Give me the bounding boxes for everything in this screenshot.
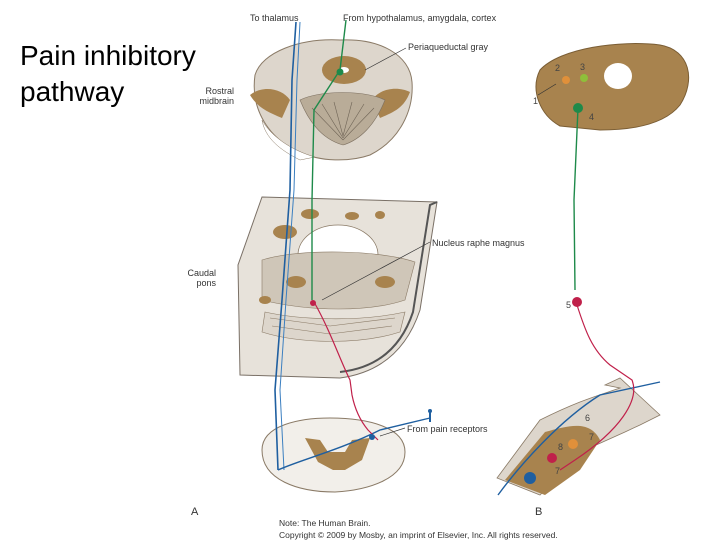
label-from-pain-receptors: From pain receptors <box>407 424 488 434</box>
label-from-hypothalamus: From hypothalamus, amygdala, cortex <box>343 13 497 23</box>
neuron-2 <box>562 76 570 84</box>
blue-ascending-pathway <box>274 21 661 496</box>
caudal-pons-section <box>237 196 438 379</box>
rostral-midbrain-section <box>250 39 413 161</box>
spinal-neuron-a <box>369 434 375 440</box>
credit-copyright: Copyright © 2009 by Mosby, an imprint of… <box>279 530 558 540</box>
number-1: 1 <box>533 96 539 106</box>
number-8: 8 <box>558 442 564 452</box>
green-descending-pathway <box>311 19 579 300</box>
neuron-4 <box>573 103 583 113</box>
label-periaqueductal-gray: Periaqueductal gray <box>408 42 489 52</box>
leader-lines <box>321 47 557 437</box>
credit-note: Note: The Human Brain. Copyright © 2009 … <box>279 517 558 541</box>
label-caudal-pons: Caudal pons <box>187 268 216 288</box>
red-pathway <box>313 301 635 471</box>
raphe-neuron <box>310 300 316 306</box>
label-panel-b: B <box>535 506 543 518</box>
number-4: 4 <box>589 112 595 122</box>
label-to-thalamus: To thalamus <box>250 13 299 23</box>
number-7-lower: 7 <box>555 466 561 476</box>
neuron-b-blue <box>524 472 536 484</box>
neuron-8 <box>568 439 578 449</box>
pag-neuron <box>336 68 344 76</box>
slide-title: Pain inhibitory pathway <box>20 40 196 107</box>
panel-b-midbrain <box>535 43 690 131</box>
neuron-5 <box>572 297 582 307</box>
number-7-upper: 7 <box>589 432 595 442</box>
neuron-3 <box>580 74 588 82</box>
number-3: 3 <box>580 62 586 72</box>
label-rostral-midbrain: Rostral midbrain <box>199 86 234 106</box>
number-2: 2 <box>555 63 561 73</box>
label-nucleus-raphe-magnus: Nucleus raphe magnus <box>432 238 525 248</box>
label-panel-a: A <box>191 506 199 518</box>
neuron-7 <box>547 453 557 463</box>
panel-b-spinal-segment <box>496 377 661 496</box>
number-5: 5 <box>566 300 572 310</box>
number-6: 6 <box>585 413 591 423</box>
neurons <box>310 68 588 484</box>
credit-source: Note: The Human Brain. <box>279 518 371 528</box>
